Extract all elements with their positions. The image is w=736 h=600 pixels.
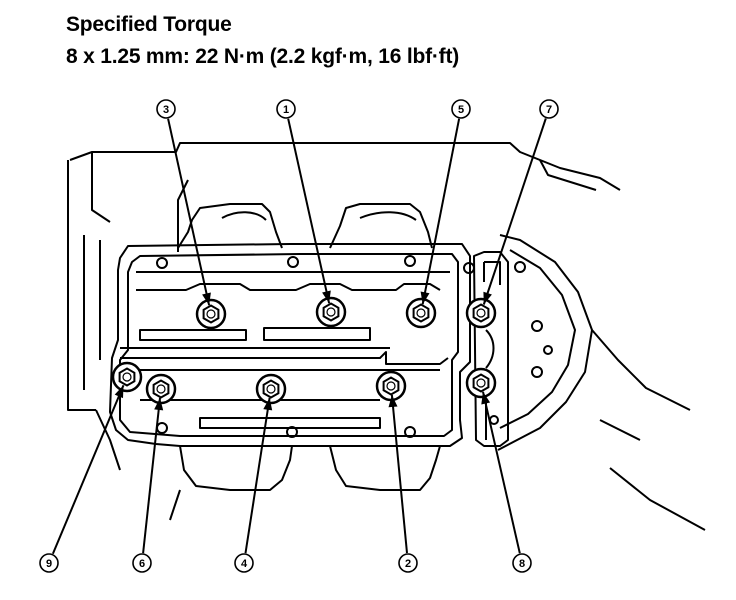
bolt-9 (111, 361, 143, 393)
callout-6: 6 (132, 553, 152, 573)
callout-label: 3 (163, 104, 169, 116)
bolt-1 (315, 296, 347, 328)
callout-9: 9 (39, 553, 59, 573)
callout-5: 5 (451, 99, 471, 119)
callout-label: 8 (519, 558, 525, 570)
leader-arrow-3 (202, 292, 211, 306)
leader-arrow-5 (420, 291, 430, 305)
leader-arrow-9 (114, 385, 124, 399)
callout-label: 6 (139, 558, 145, 570)
leader-arrow-2 (388, 395, 398, 408)
bolt-3 (195, 298, 227, 330)
callout-8: 8 (512, 553, 532, 573)
cylinder-head-outline (67, 142, 706, 531)
leader-arrow-1 (322, 290, 331, 304)
callout-4: 4 (234, 553, 254, 573)
leader-line-6 (142, 397, 161, 554)
callout-3: 3 (156, 99, 176, 119)
leader-line-4 (244, 397, 271, 554)
bolt-7 (465, 297, 497, 329)
leader-line-3 (167, 118, 211, 306)
leader-arrow-8 (481, 391, 491, 405)
callout-label: 7 (546, 104, 552, 116)
leader-line-8 (482, 391, 521, 554)
bolt-4 (255, 373, 287, 405)
bolt-8 (465, 367, 497, 399)
leader-arrow-4 (263, 397, 273, 411)
callout-7: 7 (539, 99, 559, 119)
leader-arrow-6 (154, 397, 164, 411)
diagram-title: Specified Torque (66, 13, 232, 36)
callout-1: 1 (276, 99, 296, 119)
leader-line-7 (482, 118, 547, 305)
leader-arrow-7 (483, 291, 492, 305)
bolt-5 (405, 297, 437, 329)
callout-label: 9 (46, 558, 52, 570)
callout-label: 5 (458, 104, 464, 116)
leader-line-1 (287, 118, 331, 304)
callout-label: 1 (283, 104, 289, 116)
bolt-6 (145, 373, 177, 405)
leader-line-5 (421, 118, 461, 305)
bolt-group (111, 296, 497, 405)
callout-label: 2 (405, 558, 411, 570)
callout-label: 4 (241, 558, 248, 570)
leader-line-9 (51, 384, 125, 555)
callout-2: 2 (398, 553, 418, 573)
callout-group: 3 1 5 7 9 6 4 2 8 (39, 99, 559, 573)
leader-line-group (51, 118, 547, 555)
leader-line-2 (390, 394, 408, 554)
torque-spec: 8 x 1.25 mm: 22 N·m (2.2 kgf·m, 16 lbf·f… (66, 45, 460, 68)
